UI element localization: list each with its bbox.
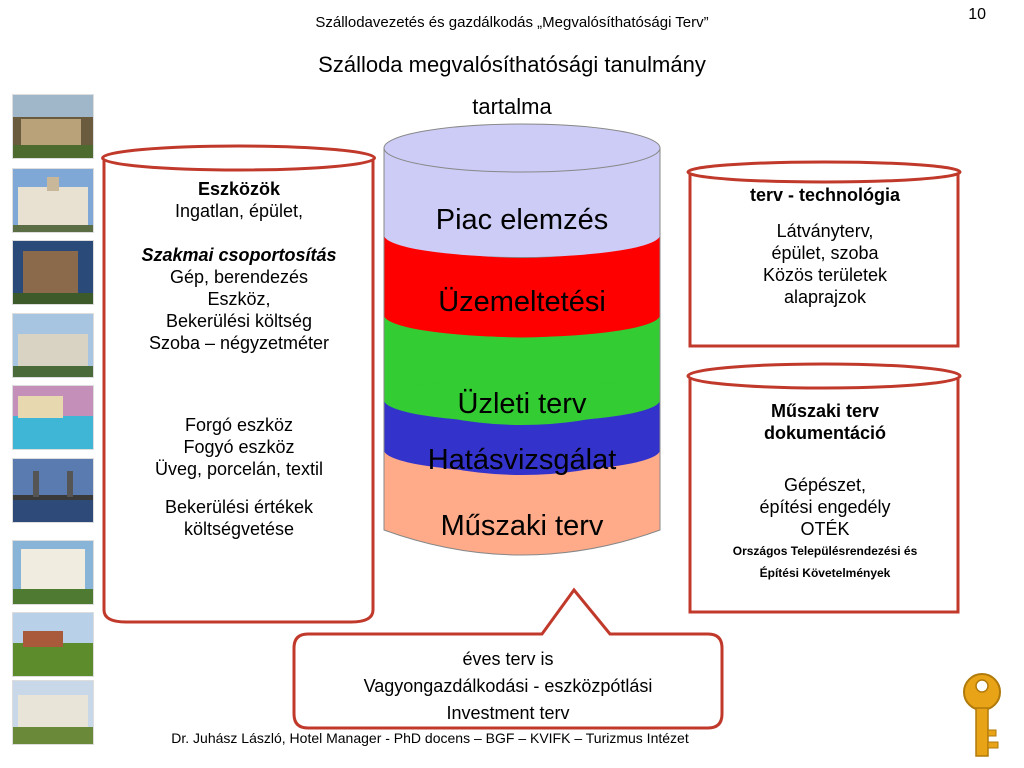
left-scroll-shape [101, 144, 376, 624]
pool-photo [12, 385, 94, 450]
right-top-line-2: épület, szoba [771, 243, 879, 263]
hotel-photo-4 [12, 313, 94, 378]
right-bottom-scroll-shape [686, 362, 962, 614]
right-top-line-3: Közös területek [762, 265, 888, 285]
left-line-3: Eszköz, [207, 289, 271, 309]
technical-plan-heading-2: dokumentáció [763, 423, 887, 443]
left-line-4: Bekerülési költség [165, 311, 313, 331]
technical-plan-heading-1: Műszaki terv [770, 401, 880, 421]
hotel-photo-5 [12, 540, 94, 605]
left-line-9: Bekerülési értékek [164, 497, 314, 517]
garden-photo [12, 612, 94, 677]
hotel-photo-3 [12, 240, 94, 305]
left-line-7: Fogyó eszköz [183, 437, 295, 457]
segment-technical-plan: Műszaki terv [440, 510, 604, 542]
professional-grouping-heading: Szakmai csoportosítás [141, 245, 337, 265]
right-top-line-1: Látványterv, [776, 221, 874, 241]
assets-heading: Eszközök [197, 179, 281, 199]
left-line-2: Gép, berendezés [169, 267, 309, 287]
cylinder-diagram [383, 123, 661, 556]
slide-subtitle: tartalma [472, 94, 552, 119]
right-bottom-scroll-text: Műszaki terv dokumentáció Gépészet, épít… [692, 400, 958, 584]
callout-line-2: Vagyongazdálkodási - eszközpótlási [363, 676, 653, 696]
callout-line-1: éves terv is [462, 649, 554, 669]
right-bottom-line-3: OTÉK [800, 519, 850, 539]
left-line-5: Szoba – négyzetméter [148, 333, 330, 353]
callout-text: éves terv is Vagyongazdálkodási - eszköz… [296, 646, 720, 727]
otek-expansion-2: Építési Követelmények [759, 566, 891, 580]
segment-business-plan: Üzleti terv [457, 388, 587, 420]
right-top-scroll-text: terv - technológia Látványterv, épület, … [692, 184, 958, 308]
callout-line-3: Investment terv [446, 703, 570, 723]
footer-author: Dr. Juhász László, Hotel Manager - PhD d… [171, 730, 689, 746]
right-bottom-line-1: Gépészet, [783, 475, 867, 495]
palace-photo [12, 680, 94, 745]
right-top-line-4: alaprajzok [783, 287, 867, 307]
left-scroll-text: Eszközök Ingatlan, épület, Szakmai csopo… [104, 178, 374, 540]
segment-operations: Üzemeltetési [438, 286, 606, 318]
callout-bubble-shape [292, 587, 724, 730]
slide-title: Szálloda megvalósíthatósági tanulmány [318, 52, 706, 77]
key-icon [963, 673, 1001, 757]
hotel-photo-2 [12, 168, 94, 233]
hotel-photo-1 [12, 94, 94, 159]
left-line-8: Üveg, porcelán, textil [154, 459, 324, 479]
left-line-1: Ingatlan, épület, [174, 201, 304, 221]
left-line-6: Forgó eszköz [184, 415, 294, 435]
right-bottom-line-2: építési engedély [759, 497, 891, 517]
right-top-scroll-shape [686, 160, 962, 348]
otek-expansion-1: Országos Településrendezési és [732, 544, 918, 558]
segment-impact-study: Hatásvizsgálat [427, 444, 617, 476]
page-number: 10 [968, 6, 986, 23]
course-title: Szállodavezetés és gazdálkodás „Megvalós… [315, 14, 709, 31]
segment-market-analysis: Piac elemzés [435, 204, 609, 236]
left-line-10: költségvetése [183, 519, 295, 539]
bridge-photo [12, 458, 94, 523]
technology-heading: terv - technológia [749, 185, 901, 205]
